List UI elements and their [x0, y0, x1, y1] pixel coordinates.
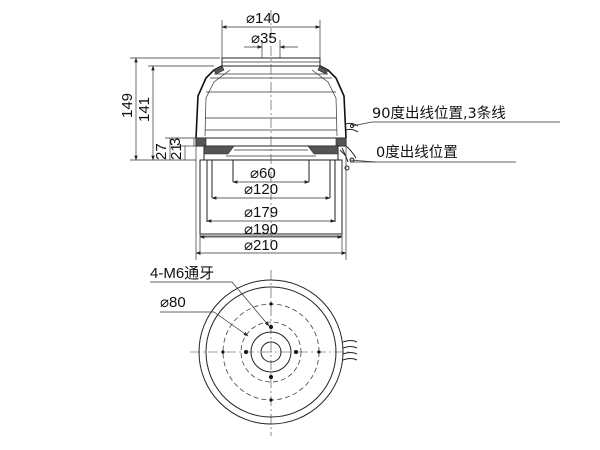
circle-5: [250, 331, 292, 373]
label-4-m6: 4-M6通牙: [150, 265, 214, 282]
dim-149: 149: [119, 93, 136, 118]
circle-2: [205, 286, 337, 418]
callout-0deg-text: 0度出线位置: [376, 144, 458, 161]
callout-90deg-text: 90度出线位置,3条线: [372, 105, 506, 122]
pcd-circle: [240, 321, 302, 383]
plan-cables: [342, 340, 358, 361]
dim-d210: ⌀210: [244, 237, 278, 254]
front-view: ⌀140 ⌀35 149 141 27 21 3: [119, 10, 560, 260]
callout-0deg: 0度出线位置: [349, 144, 516, 163]
dim-bottom: ⌀60 ⌀120 ⌀179 ⌀190 ⌀210: [195, 146, 347, 260]
dim-141: 141: [136, 97, 153, 122]
dim-27: 27: [153, 143, 170, 160]
dim-top: ⌀140 ⌀35: [221, 10, 321, 58]
bolt-hole: [244, 350, 248, 354]
label-d80: ⌀80: [160, 294, 186, 311]
bolt-hole-outer: [317, 350, 321, 354]
dim-d140: ⌀140: [246, 10, 280, 27]
bolt-hole-outer: [221, 350, 225, 354]
bolt-hole: [294, 350, 298, 354]
cable-exit-90: [345, 122, 359, 133]
bolt-hole: [269, 375, 273, 379]
leader-thread: 4-M6通牙: [150, 265, 270, 327]
bolt-holes: [221, 302, 321, 402]
dim-d179: ⌀179: [244, 204, 278, 221]
plan-view: 4-M6通牙 ⌀80: [150, 265, 358, 436]
bolt-hole: [269, 325, 273, 329]
outer-circle: [198, 279, 344, 425]
bolt-hole-outer: [269, 398, 273, 402]
bolt-hole-outer: [269, 302, 273, 306]
leader-pcd: ⌀80: [160, 294, 249, 337]
dim-d35: ⌀35: [251, 30, 277, 47]
center-bore: [260, 341, 282, 363]
callout-90deg: 90度出线位置,3条线: [351, 105, 560, 127]
dim-d120: ⌀120: [244, 181, 278, 198]
dome-body: [195, 65, 347, 139]
dim-d60: ⌀60: [250, 165, 276, 182]
dim-21: 21: [168, 143, 185, 160]
dim-3: 3: [167, 138, 184, 146]
dim-d190: ⌀190: [244, 221, 278, 238]
dim-vertical: 149 141 27 21 3: [119, 57, 220, 161]
